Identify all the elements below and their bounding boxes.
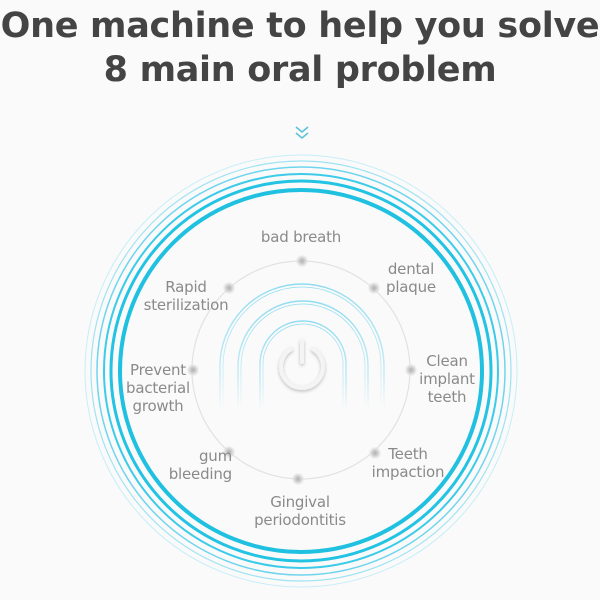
problem-label-gingival-periodontitis: Gingival periodontitis xyxy=(254,493,346,529)
double-chevron-down-icon[interactable] xyxy=(292,124,312,144)
problem-label-bad-breath: bad breath xyxy=(260,228,342,246)
problem-label-prevent-bacterial-growth: Prevent bacterial growth xyxy=(126,361,190,415)
title-line-2: 8 main oral problem xyxy=(103,50,497,90)
page-title: One machine to help you solve 8 main ora… xyxy=(0,4,600,92)
problem-label-teeth-impaction: Teeth impaction xyxy=(371,445,445,481)
title-line-1: One machine to help you solve xyxy=(0,6,600,46)
problem-label-dental-plaque: dental plaque xyxy=(386,260,436,296)
problem-label-clean-implant-teeth: Clean implant teeth xyxy=(419,352,475,406)
power-icon xyxy=(279,339,325,390)
problem-dots xyxy=(187,255,417,485)
signal-arches xyxy=(219,283,385,410)
problem-label-gum-bleeding: gum bleeding xyxy=(168,447,232,483)
outer-rings xyxy=(84,154,518,588)
problem-label-rapid-sterilization: Rapid sterilization xyxy=(143,278,229,314)
